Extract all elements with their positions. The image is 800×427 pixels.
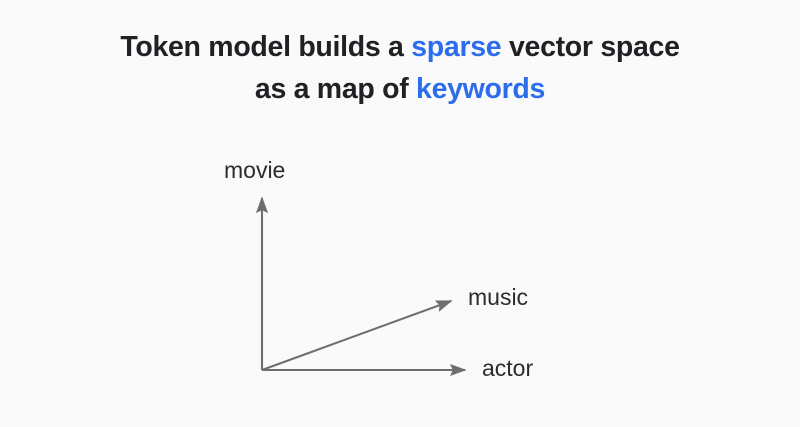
vector-label-music: music bbox=[468, 284, 529, 310]
axis-label-movie: movie bbox=[224, 157, 286, 183]
title-highlight-keywords: keywords bbox=[416, 73, 546, 105]
title-line-1-segment-3: vector space bbox=[501, 31, 680, 63]
title-line-1-segment-1: Token model builds a bbox=[120, 31, 412, 63]
title-line-2: as a map of keywords bbox=[0, 68, 800, 110]
page-title: Token model builds a sparse vector space… bbox=[0, 26, 800, 110]
title-highlight-sparse: sparse bbox=[411, 31, 502, 63]
vector-music-arrow bbox=[261, 300, 453, 371]
axis-label-actor: actor bbox=[482, 355, 534, 381]
title-line-2-segment-1: as a map of bbox=[254, 73, 417, 105]
title-line-1: Token model builds a sparse vector space bbox=[0, 26, 800, 68]
